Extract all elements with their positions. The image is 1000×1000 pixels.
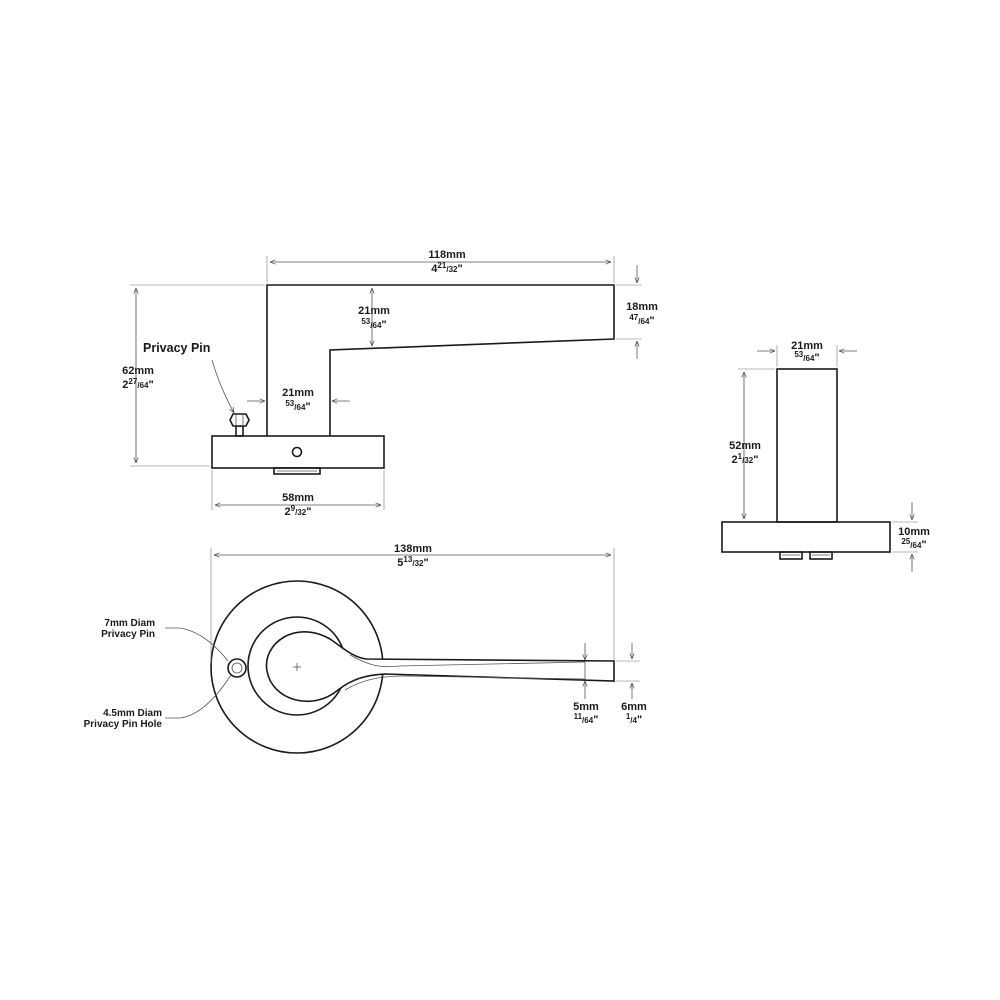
dim-52-mm: 52mm bbox=[729, 440, 761, 452]
end-view-rose bbox=[721, 521, 891, 553]
dim-21-neck-inch: 53/64" bbox=[285, 399, 310, 413]
dim-10-inch: 25/64" bbox=[901, 537, 926, 551]
top-view bbox=[165, 548, 640, 754]
dim-62-mm: 62mm bbox=[122, 365, 154, 377]
privacy-pin-hole-top bbox=[231, 662, 243, 674]
side-view bbox=[130, 256, 642, 510]
dimension-labels: 118mm 421/32" 62mm 227/64" 21mm 53/64" 1… bbox=[122, 249, 930, 726]
top-view-lever bbox=[265, 631, 615, 703]
dim-21-end-mm: 21mm bbox=[791, 340, 823, 352]
hole-diam-label-2: Privacy Pin Hole bbox=[84, 719, 163, 730]
dim-18-inch: 47/64" bbox=[629, 313, 654, 327]
side-view-rose bbox=[211, 435, 385, 469]
dim-6-inch: 1/4" bbox=[626, 712, 642, 726]
dim-21-lever-inch: 53/64" bbox=[361, 317, 386, 331]
dim-138-mm: 138mm bbox=[394, 543, 432, 555]
side-view-spindle bbox=[273, 467, 321, 475]
dim-6-mm: 6mm bbox=[621, 701, 647, 713]
pin-diam-label-2: Privacy Pin bbox=[101, 629, 155, 640]
dim-18-mm: 18mm bbox=[626, 301, 658, 313]
end-view-spindle-left bbox=[779, 551, 803, 560]
privacy-pin-label: Privacy Pin bbox=[143, 341, 210, 355]
dim-138-inch: 513/32" bbox=[397, 555, 428, 569]
dim-58-inch: 29/32" bbox=[285, 504, 312, 518]
dim-21-lever-mm: 21mm bbox=[358, 305, 390, 317]
dim-62-inch: 227/64" bbox=[122, 377, 153, 391]
dim-118-mm: 118mm bbox=[428, 249, 466, 261]
dim-118-inch: 421/32" bbox=[431, 261, 462, 275]
dim-10-mm: 10mm bbox=[898, 526, 930, 538]
pin-diam-label-1: 7mm Diam bbox=[104, 618, 155, 629]
dim-5-inch: 11/64" bbox=[574, 712, 599, 726]
end-view-spindle-right bbox=[809, 551, 833, 560]
end-view-lever bbox=[776, 368, 838, 523]
hole-diam-label-1: 4.5mm Diam bbox=[103, 708, 162, 719]
side-view-pin-hole bbox=[291, 446, 303, 458]
side-view-lever bbox=[266, 284, 615, 436]
dim-21-neck-mm: 21mm bbox=[282, 387, 314, 399]
end-view bbox=[721, 345, 918, 572]
callout-labels: Privacy Pin 7mm Diam Privacy Pin 4.5mm D… bbox=[84, 341, 211, 730]
dim-52-inch: 21/32" bbox=[732, 452, 759, 466]
privacy-pin-side bbox=[229, 413, 250, 437]
dim-5-mm: 5mm bbox=[573, 701, 599, 713]
dim-21-end-inch: 53/64" bbox=[794, 350, 819, 364]
dim-58-mm: 58mm bbox=[282, 492, 314, 504]
privacy-pin-top bbox=[227, 658, 247, 678]
